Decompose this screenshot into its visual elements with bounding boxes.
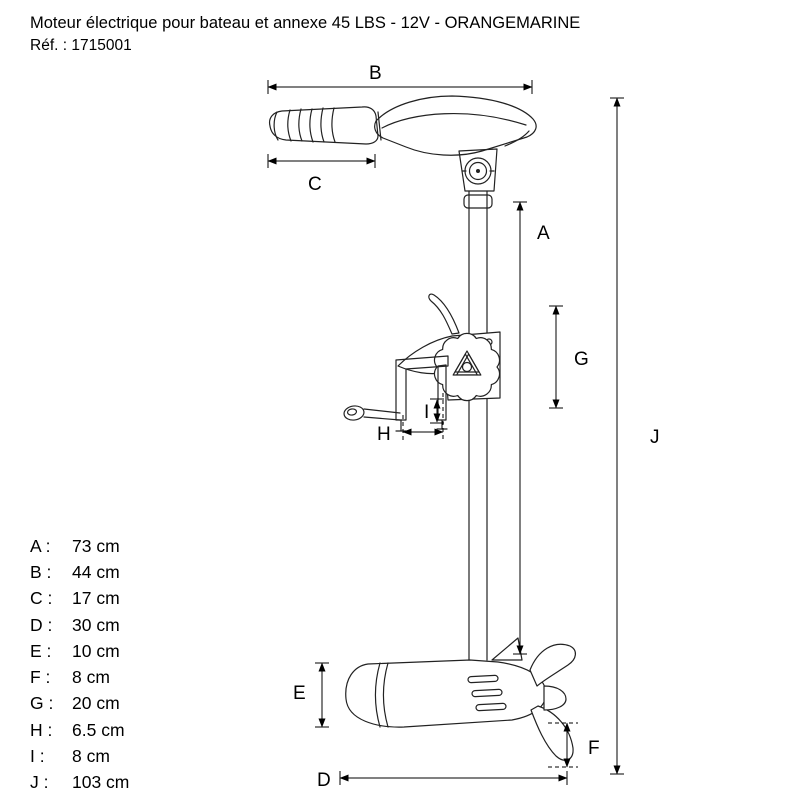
dimension-d-arrow — [339, 771, 568, 785]
crank-handle-drawing — [343, 405, 401, 421]
dimension-label-f: F — [588, 738, 600, 759]
shaft-drawing — [463, 190, 493, 661]
legend-value: 20 cm — [72, 693, 120, 714]
dimension-b-arrow — [267, 80, 533, 94]
dimension-label-e: E — [293, 683, 306, 704]
legend-value: 8 cm — [72, 667, 110, 688]
legend-letter: B : — [30, 561, 52, 582]
dimension-annotations: B C A G J H — [267, 63, 660, 791]
legend-letter: I : — [30, 746, 45, 767]
legend-item: G : 20 cm — [30, 691, 129, 717]
legend-item: J : 103 cm — [30, 770, 129, 796]
dimension-label-j: J — [650, 427, 660, 448]
dimension-label-h: H — [377, 424, 391, 445]
propeller-drawing — [529, 643, 576, 761]
dimension-e-arrow — [315, 662, 329, 728]
legend-item: I : 8 cm — [30, 743, 129, 769]
dimension-legend: A : 73 cm B : 44 cm C : 17 cm D : 30 cm E : 1… — [30, 533, 129, 796]
reference-number: Réf. : 1715001 — [30, 37, 132, 55]
legend-value: 10 cm — [72, 640, 120, 661]
legend-value: 8 cm — [72, 746, 110, 767]
motor-head-drawing — [374, 95, 537, 156]
legend-item: A : 73 cm — [30, 533, 129, 559]
dimension-label-b: B — [369, 63, 382, 84]
legend-letter: A : — [30, 535, 51, 556]
legend-value: 30 cm — [72, 614, 120, 635]
legend-item: D : 30 cm — [30, 612, 129, 638]
legend-letter: C : — [30, 588, 53, 609]
dimension-label-g: G — [574, 349, 589, 370]
legend-value: 6.5 cm — [72, 719, 125, 740]
legend-letter: J : — [30, 772, 49, 793]
dimension-a-arrow — [513, 201, 527, 655]
legend-item: F : 8 cm — [30, 664, 129, 690]
tiller-handle-drawing — [268, 106, 382, 145]
mount-bracket-drawing — [343, 293, 501, 432]
legend-letter: G : — [30, 693, 54, 714]
legend-value: 17 cm — [72, 588, 120, 609]
legend-item: C : 17 cm — [30, 586, 129, 612]
motor-pod-drawing — [345, 637, 547, 728]
dimension-h-arrow — [402, 393, 444, 441]
legend-letter: E : — [30, 640, 52, 661]
gear-disc — [433, 332, 501, 402]
motor-drawing — [268, 95, 576, 761]
dimension-label-c: C — [308, 174, 322, 195]
page-header: Moteur électrique pour bateau et annexe … — [30, 12, 580, 57]
legend-item: E : 10 cm — [30, 638, 129, 664]
dimension-i-arrow — [430, 398, 444, 424]
legend-value: 73 cm — [72, 535, 120, 556]
legend-item: B : 44 cm — [30, 559, 129, 585]
legend-item: H : 6.5 cm — [30, 717, 129, 743]
legend-value: 44 cm — [72, 561, 120, 582]
head-neck-dial-drawing — [458, 148, 498, 192]
dimension-label-i: I — [424, 402, 429, 423]
dimension-label-d: D — [317, 770, 331, 791]
legend-letter: D : — [30, 614, 53, 635]
legend-letter: H : — [30, 719, 53, 740]
dimension-g-arrow — [549, 305, 563, 409]
page-title: Moteur électrique pour bateau et annexe … — [30, 14, 581, 32]
legend-value: 103 cm — [72, 772, 130, 793]
dimension-label-a: A — [537, 223, 550, 244]
dimension-j-arrow — [610, 97, 624, 775]
dimension-f-arrow — [548, 722, 578, 768]
dimension-c-arrow — [267, 154, 376, 168]
legend-letter: F : — [30, 667, 51, 688]
